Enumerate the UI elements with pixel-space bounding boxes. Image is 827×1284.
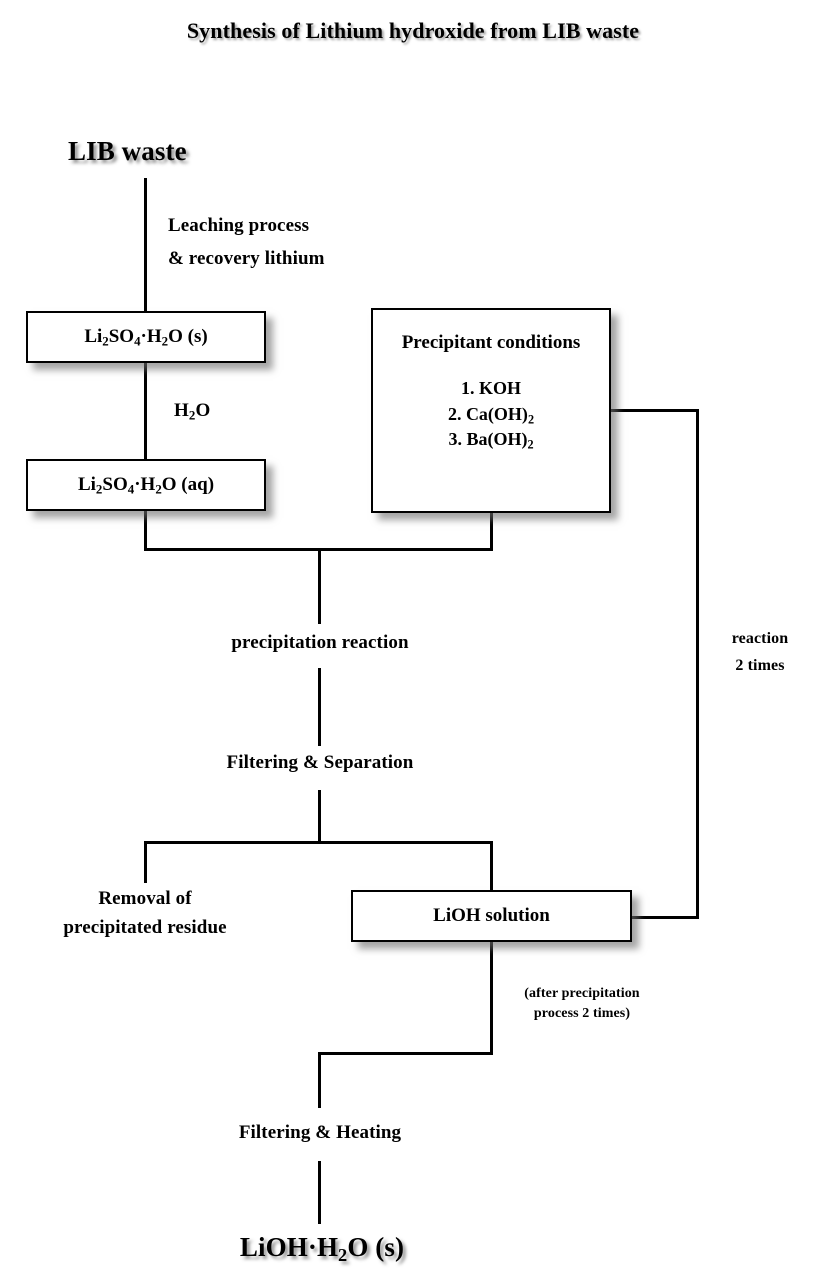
edge-label-removal-line1: Removal of: [98, 888, 192, 909]
box-precipitant-conditions[interactable]: Precipitant conditions 1. KOH 2. Ca(OH)2…: [371, 308, 611, 513]
connector-filtering-down: [318, 790, 321, 843]
page-title: Synthesis of Lithium hydroxide from LIB …: [186, 18, 640, 43]
box-lithium-sulfate-solid-label: Li2SO4·H2O (s): [84, 326, 208, 349]
edge-label-filtering-heating: Filtering & Heating: [238, 1122, 402, 1143]
recycle-vertical-segment: [696, 409, 699, 919]
recycle-top-segment: [611, 409, 699, 412]
connector-split-right-lioh: [490, 841, 493, 893]
precipitant-header: Precipitant conditions: [401, 332, 581, 353]
connector-split-bar: [144, 841, 493, 844]
node-lioh-monohydrate: LiOH·H2O (s): [239, 1232, 405, 1266]
connector-start-to-sulfate: [144, 178, 147, 312]
box-lithium-sulfate-solid[interactable]: Li2SO4·H2O (s): [26, 311, 266, 363]
edge-label-precipitation-reaction: precipitation reaction: [231, 632, 409, 653]
note-after-precipitation-line1: (after precipitation: [524, 986, 640, 1001]
box-lioh-solution-label: LiOH solution: [433, 905, 550, 926]
connector-sulfate-to-aqueous: [144, 363, 147, 459]
note-recycle-line1: reaction: [731, 630, 789, 647]
connector-elbow-to-heating: [318, 1052, 321, 1108]
connector-precipitation-to-filtering: [318, 668, 321, 746]
connector-merge-to-precipitation: [318, 548, 321, 624]
edge-label-water: H2O: [174, 400, 211, 423]
node-lib-waste: LIB waste: [68, 136, 187, 166]
edge-label-leaching-line2: & recovery lithium: [168, 248, 325, 269]
box-lithium-sulfate-aqueous[interactable]: Li2SO4·H2O (aq): [26, 459, 266, 511]
connector-split-left-residue: [144, 841, 147, 883]
edge-label-leaching-line1: Leaching process: [168, 215, 310, 236]
precipitant-item-1: 1. KOH: [460, 378, 521, 398]
connector-lioh-down: [490, 942, 493, 1055]
precipitant-item-2: 2. Ca(OH)2: [447, 403, 535, 426]
note-recycle-line2: 2 times: [735, 657, 785, 674]
connector-aqueous-down: [144, 511, 147, 551]
edge-label-removal-line2: precipitated residue: [63, 917, 227, 938]
box-lithium-sulfate-aqueous-label: Li2SO4·H2O (aq): [77, 474, 215, 497]
precipitant-list: 1. KOH 2. Ca(OH)2 3. Ba(OH)2: [448, 376, 534, 453]
note-after-precipitation-line2: process 2 times): [533, 1006, 631, 1021]
recycle-bottom-segment: [630, 916, 699, 919]
box-lioh-solution[interactable]: LiOH solution: [351, 890, 632, 942]
precipitant-item-3: 3. Ba(OH)2: [448, 429, 534, 452]
connector-lioh-elbow: [318, 1052, 493, 1055]
connector-precipitant-down: [490, 513, 493, 551]
connector-heating-to-product: [318, 1161, 321, 1224]
edge-label-filtering-separation: Filtering & Separation: [226, 752, 414, 773]
